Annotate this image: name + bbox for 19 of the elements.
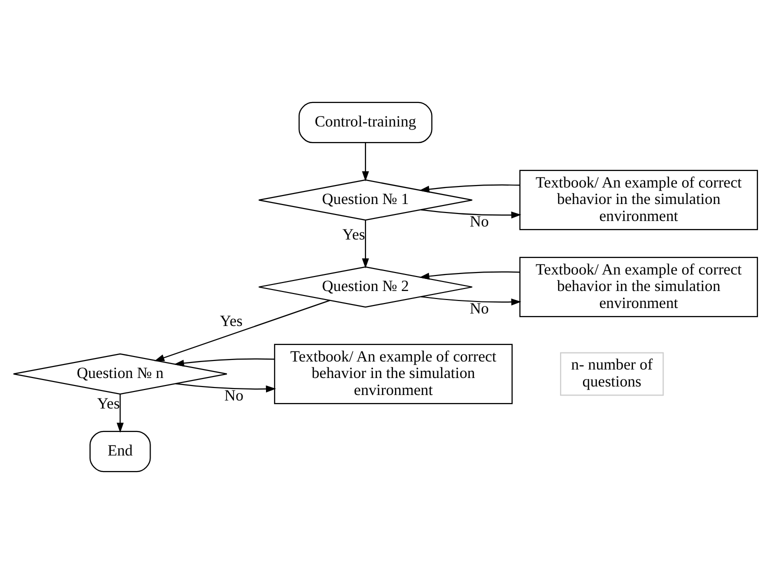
arrow [175,383,276,392]
edge-label: Yes [342,226,365,244]
arrow [418,271,520,280]
arrow [361,220,368,268]
arrow [174,358,274,367]
node-box: Control-training [298,102,432,144]
node-box: End [89,430,150,472]
arrow [418,184,520,193]
edge-label: Yes [96,395,120,412]
node-box: Textbook/ An example of correct behavior in the simulation environment [518,256,758,318]
edge-label: Yes [219,313,242,330]
label: n- number of questions [570,356,652,390]
arrow [420,209,521,219]
arrow [116,394,124,433]
arrow [420,296,521,306]
arrow [361,142,368,182]
arrow [154,300,330,362]
node-box: Textbook/ An example of correct behavior in the simulation environment [518,170,758,230]
node-box: Textbook/ An example of correct behavior in the simulation environment [274,344,512,404]
